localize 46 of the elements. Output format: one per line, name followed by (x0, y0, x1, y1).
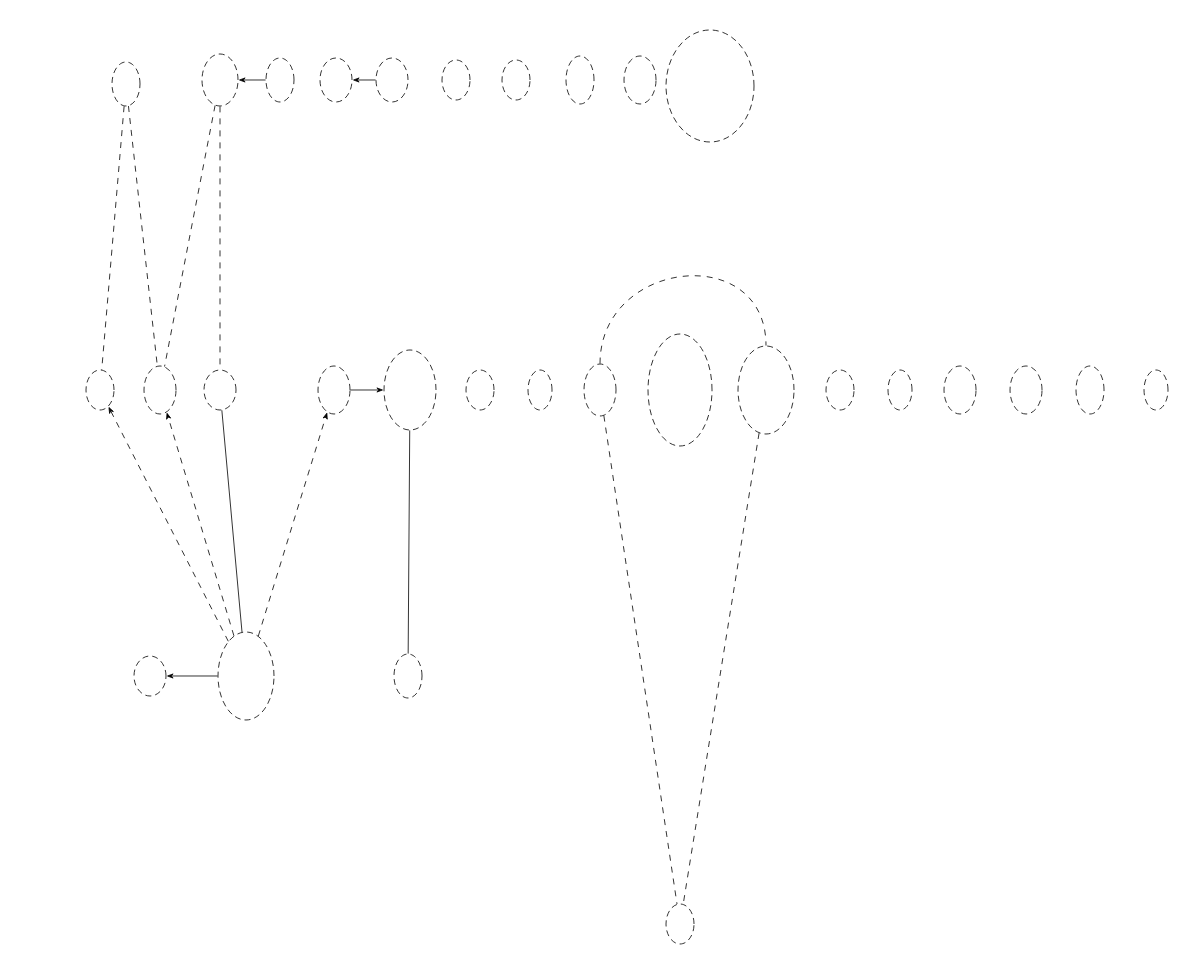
node-ellipse (319, 57, 353, 103)
node-ellipse (737, 345, 795, 435)
connector (599, 275, 767, 364)
node-ellipse (317, 365, 351, 415)
node-ellipse (665, 903, 695, 945)
node-ellipse (85, 369, 115, 411)
connector (101, 105, 125, 371)
connector (350, 387, 383, 393)
node-ellipse (1143, 369, 1169, 411)
node-ellipse (623, 55, 657, 105)
node-ellipse (465, 369, 495, 411)
connector (257, 412, 328, 637)
node-ellipse (501, 59, 531, 101)
connector (128, 105, 158, 367)
node-ellipse (375, 57, 409, 103)
node-ellipse (887, 369, 913, 411)
node-ellipse (265, 57, 295, 103)
connector (221, 409, 243, 633)
connector (219, 106, 221, 370)
node-ellipse (565, 55, 595, 105)
node-ellipse (217, 631, 275, 721)
node-ellipse (1009, 365, 1043, 415)
connector (603, 415, 678, 905)
connector (166, 412, 235, 637)
node-ellipse (665, 29, 755, 143)
node-ellipse (383, 349, 437, 431)
node-ellipse (527, 369, 553, 411)
node-ellipse (825, 369, 855, 411)
connector (682, 432, 760, 905)
connector (353, 77, 376, 83)
node-ellipse (203, 369, 237, 411)
connector (239, 77, 266, 83)
node-ellipse (143, 365, 177, 415)
node-ellipse (393, 653, 423, 699)
node-ellipse (647, 333, 713, 447)
connector (108, 407, 229, 642)
connector (167, 673, 218, 679)
node-ellipse (1075, 365, 1105, 415)
connector (407, 430, 411, 654)
node-ellipse (583, 363, 617, 417)
node-ellipse (111, 61, 141, 107)
node-ellipse (441, 59, 471, 101)
connector (164, 105, 216, 367)
node-ellipse (201, 53, 239, 107)
node-ellipse (943, 365, 977, 415)
node-ellipse (133, 655, 167, 697)
